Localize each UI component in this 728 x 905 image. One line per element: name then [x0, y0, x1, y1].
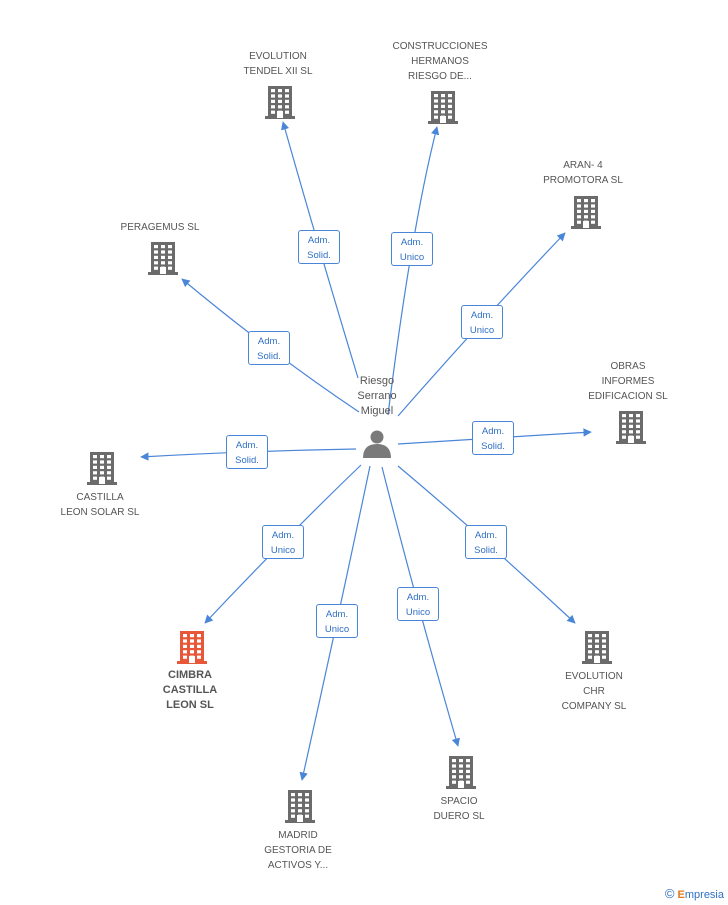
building-icon[interactable] — [87, 452, 117, 485]
building-icon[interactable] — [265, 86, 295, 119]
edge-construcciones-hermanos — [387, 126, 440, 416]
copyright-symbol: © — [664, 886, 675, 901]
relation-badge-peragemus: Adm. Solid. — [248, 331, 290, 365]
company-label-construcciones-hermanos[interactable]: CONSTRUCCIONES HERMANOS RIESGO DE... — [392, 41, 488, 82]
company-label-obras-informes[interactable]: OBRAS INFORMES EDIFICACION SL — [588, 361, 668, 402]
relation-badge-spacio-duero: Adm. Unico — [397, 587, 439, 621]
footer-brand: © Empresia — [665, 886, 724, 901]
company-label-aran-4[interactable]: ARAN- 4 PROMOTORA SL — [543, 160, 623, 186]
company-label-madrid-gestoria[interactable]: MADRID GESTORIA DE ACTIVOS Y... — [264, 830, 332, 871]
brand-name: mpresia — [684, 889, 724, 901]
company-label-castilla-leon-solar[interactable]: CASTILLA LEON SOLAR SL — [60, 492, 140, 518]
building-icon[interactable] — [285, 790, 315, 823]
company-label-evolution-tendel[interactable]: EVOLUTION TENDEL XII SL — [243, 51, 313, 77]
relation-badge-madrid-gestoria: Adm. Unico — [316, 604, 358, 638]
relation-badge-aran-4: Adm. Unico — [461, 305, 503, 339]
building-icon[interactable] — [428, 91, 458, 124]
building-icon[interactable] — [148, 242, 178, 275]
company-label-cimbra[interactable]: CIMBRA CASTILLA LEON SL — [162, 669, 218, 711]
relation-badge-cimbra: Adm. Unico — [262, 525, 304, 559]
brand-initial: E — [677, 889, 685, 901]
person-name[interactable]: Riesgo Serrano Miguel — [357, 375, 397, 417]
building-icon[interactable] — [616, 411, 646, 444]
building-icon[interactable] — [571, 196, 601, 229]
relation-badge-evolution-chr: Adm. Solid. — [465, 525, 507, 559]
company-label-peragemus[interactable]: PERAGEMUS SL — [120, 222, 200, 233]
company-label-spacio-duero[interactable]: SPACIO DUERO SL — [433, 796, 485, 822]
building-icon[interactable] — [177, 631, 207, 664]
relation-badge-obras-informes: Adm. Solid. — [472, 421, 514, 455]
relation-badge-evolution-tendel: Adm. Solid. — [298, 230, 340, 264]
person-icon[interactable] — [363, 430, 391, 459]
building-icon[interactable] — [446, 756, 476, 789]
company-label-evolution-chr[interactable]: EVOLUTION CHR COMPANY SL — [561, 671, 627, 712]
relation-badge-castilla-leon-solar: Adm. Solid. — [226, 435, 268, 469]
building-icon[interactable] — [582, 631, 612, 664]
relation-badge-construcciones-hermanos: Adm. Unico — [391, 232, 433, 266]
